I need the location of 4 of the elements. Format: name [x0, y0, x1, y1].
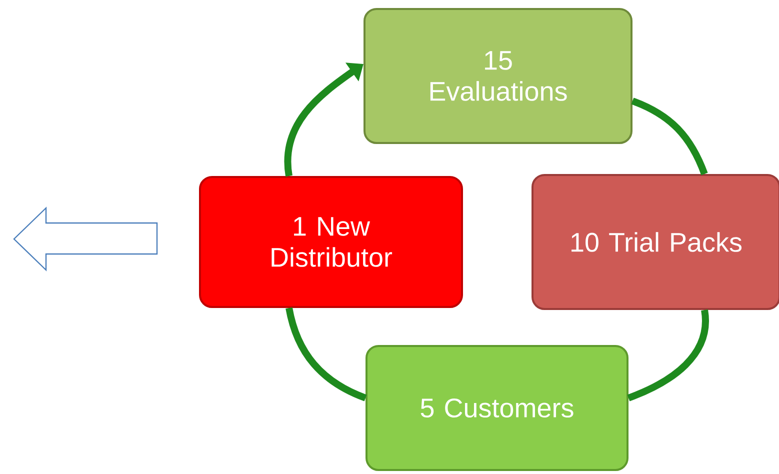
process-box: 5 Customers — [366, 345, 628, 471]
process-box: 15 Evaluations — [364, 8, 632, 144]
process-box: 10 Trial Packs — [532, 174, 779, 310]
process-box: 1 New Distributor — [199, 176, 463, 308]
